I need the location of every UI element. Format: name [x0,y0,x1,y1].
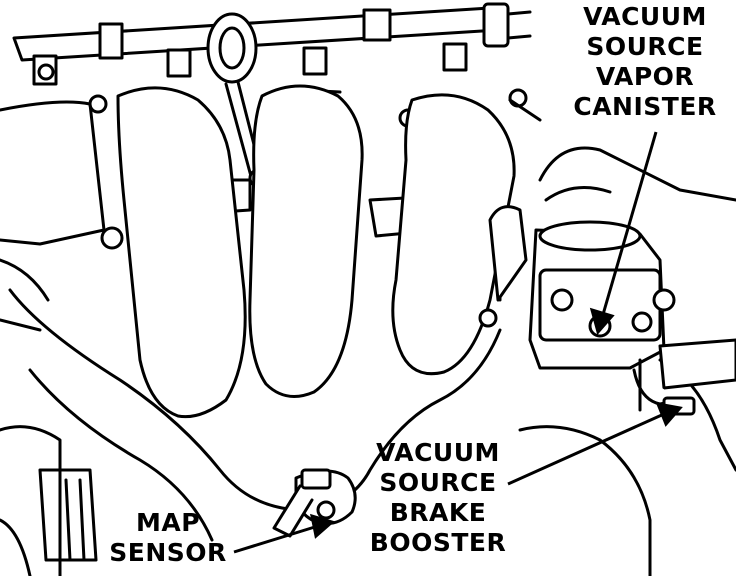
map-sensor [272,468,357,538]
vapor-canister-leader-arrow [600,131,658,319]
callout-vacuum-source-vapor-canister: VACUUM SOURCE VAPOR CANISTER [560,2,730,122]
callout-line: MAP [135,508,201,537]
callout-line: VACUUM [376,438,500,467]
brake-booster-leader-arrow [507,412,665,486]
callout-line: SENSOR [109,538,227,567]
leader-lines [233,131,683,554]
callout-line: SOURCE [379,468,497,497]
callout-vacuum-source-brake-booster: VACUUM SOURCE BRAKE BOOSTER [368,438,508,558]
callout-line: VACUUM [583,2,707,31]
intake-runners [116,84,516,419]
callout-line: SOURCE [586,32,704,61]
callout-map-sensor: MAP SENSOR [106,508,230,568]
dipstick-handle [206,12,268,188]
callout-line: VAPOR [595,62,695,91]
throttle-body [478,146,736,390]
callout-line: CANISTER [573,92,717,121]
fuel-rail [12,2,532,86]
map-sensor-arrowhead [310,513,336,539]
vapor-canister-arrowhead [589,307,615,336]
callout-line: BRAKE [389,498,487,527]
callout-line: BOOSTER [369,528,507,557]
brake-booster-arrowhead [655,402,683,427]
map-sensor-leader-arrow [233,524,319,554]
